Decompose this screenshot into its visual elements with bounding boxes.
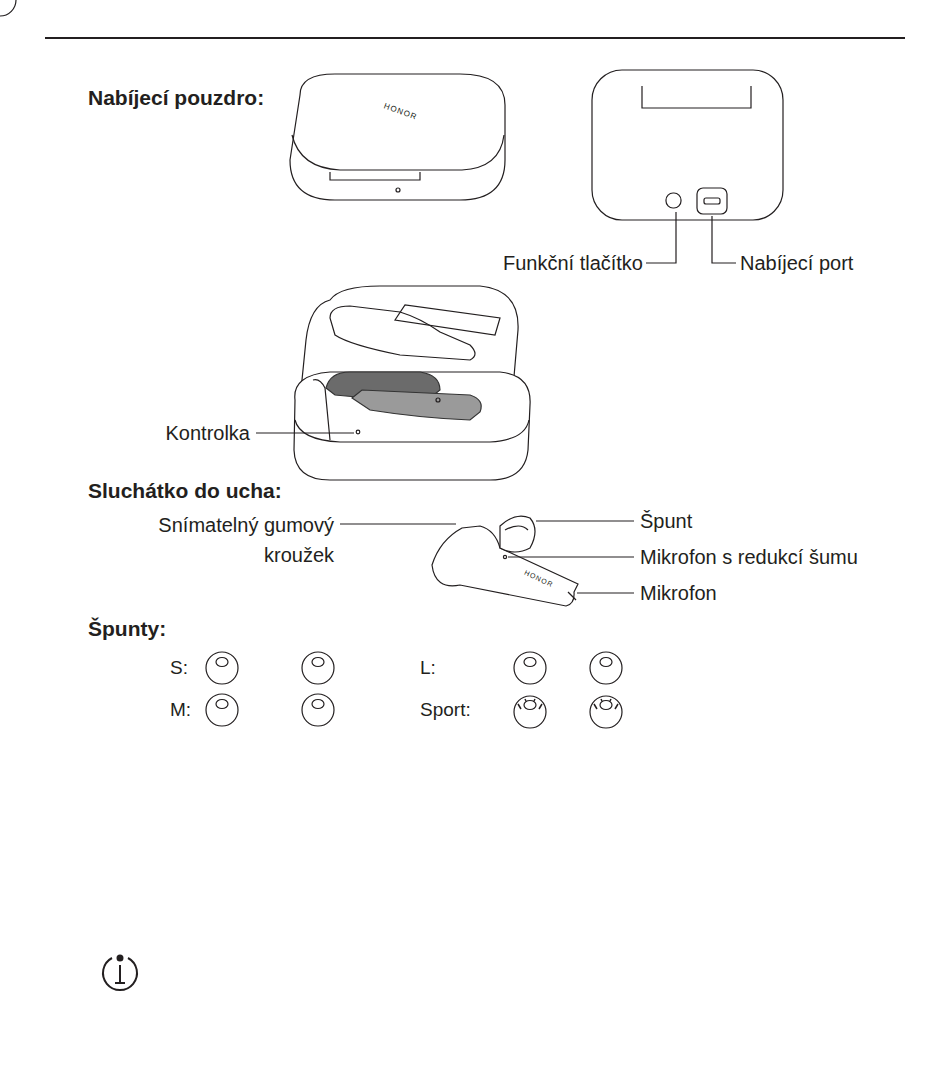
part-label: Sport:: [420, 698, 471, 722]
part-label: Snímatelný gumový kroužek: [134, 510, 334, 570]
section-heading: Špunty:: [88, 616, 166, 642]
part-label: Mikrofon s redukcí šumu: [640, 545, 858, 570]
section-heading: Sluchátko do ucha:: [88, 478, 282, 504]
section-heading: Nabíjecí pouzdro:: [88, 85, 264, 111]
case-closed: [290, 74, 505, 200]
part-label: Kontrolka: [166, 421, 251, 446]
part-label: S:: [170, 656, 188, 680]
case-back: [592, 70, 783, 263]
part-label: Mikrofon: [640, 581, 717, 606]
part-label: L:: [420, 656, 436, 680]
part-label: Nabíjecí port: [740, 251, 853, 276]
rule-line: [45, 37, 905, 39]
info-icon: [103, 956, 137, 990]
part-label: Funkční tlačítko: [503, 251, 643, 276]
part-label: M:: [170, 698, 191, 722]
part-label: Špunt: [640, 509, 692, 534]
earbud: [340, 516, 634, 606]
ear-tips: [0, 0, 622, 728]
case-open: [256, 286, 530, 480]
